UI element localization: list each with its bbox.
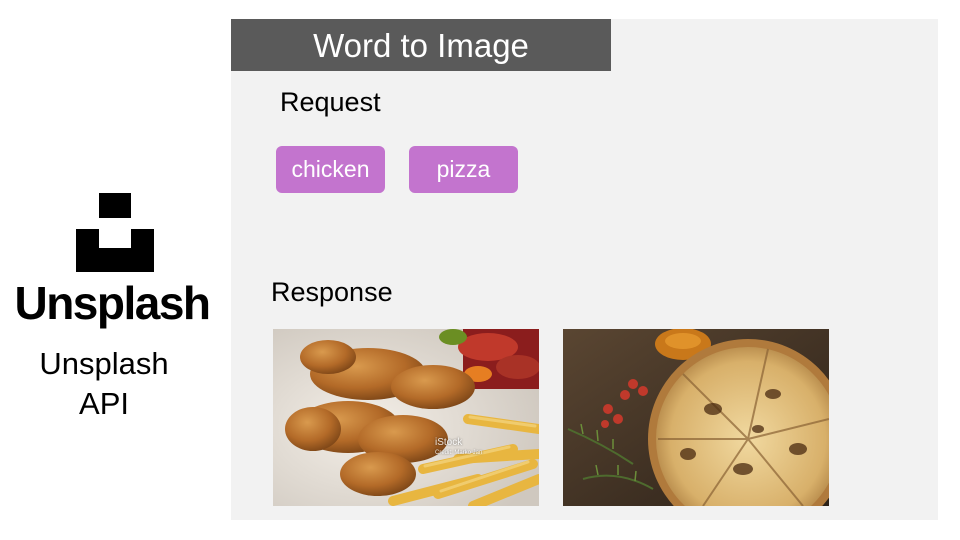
- unsplash-logo-icon: [76, 193, 154, 272]
- unsplash-wordmark: Unsplash: [14, 277, 211, 329]
- istock-watermark: iStock Credit: Marko Jan: [435, 437, 483, 456]
- response-label: Response: [271, 277, 393, 307]
- api-name-line2: API: [79, 386, 129, 421]
- response-image-pizza: [563, 329, 829, 506]
- api-name-line1: Unsplash: [39, 346, 169, 381]
- panel-title: Word to Image: [231, 19, 611, 71]
- request-label: Request: [280, 87, 381, 117]
- response-image-chicken: iStock Credit: Marko Jan: [273, 329, 539, 506]
- api-name: Unsplash API: [18, 344, 190, 424]
- request-chip-pizza[interactable]: pizza: [409, 146, 518, 193]
- brand-block: Unsplash Unsplash API: [0, 0, 225, 540]
- fried-chicken-photo: [273, 329, 539, 506]
- request-chip-chicken[interactable]: chicken: [276, 146, 385, 193]
- word-to-image-panel: Word to Image Request chicken pizza Resp…: [231, 19, 938, 520]
- pizza-photo: [563, 329, 829, 506]
